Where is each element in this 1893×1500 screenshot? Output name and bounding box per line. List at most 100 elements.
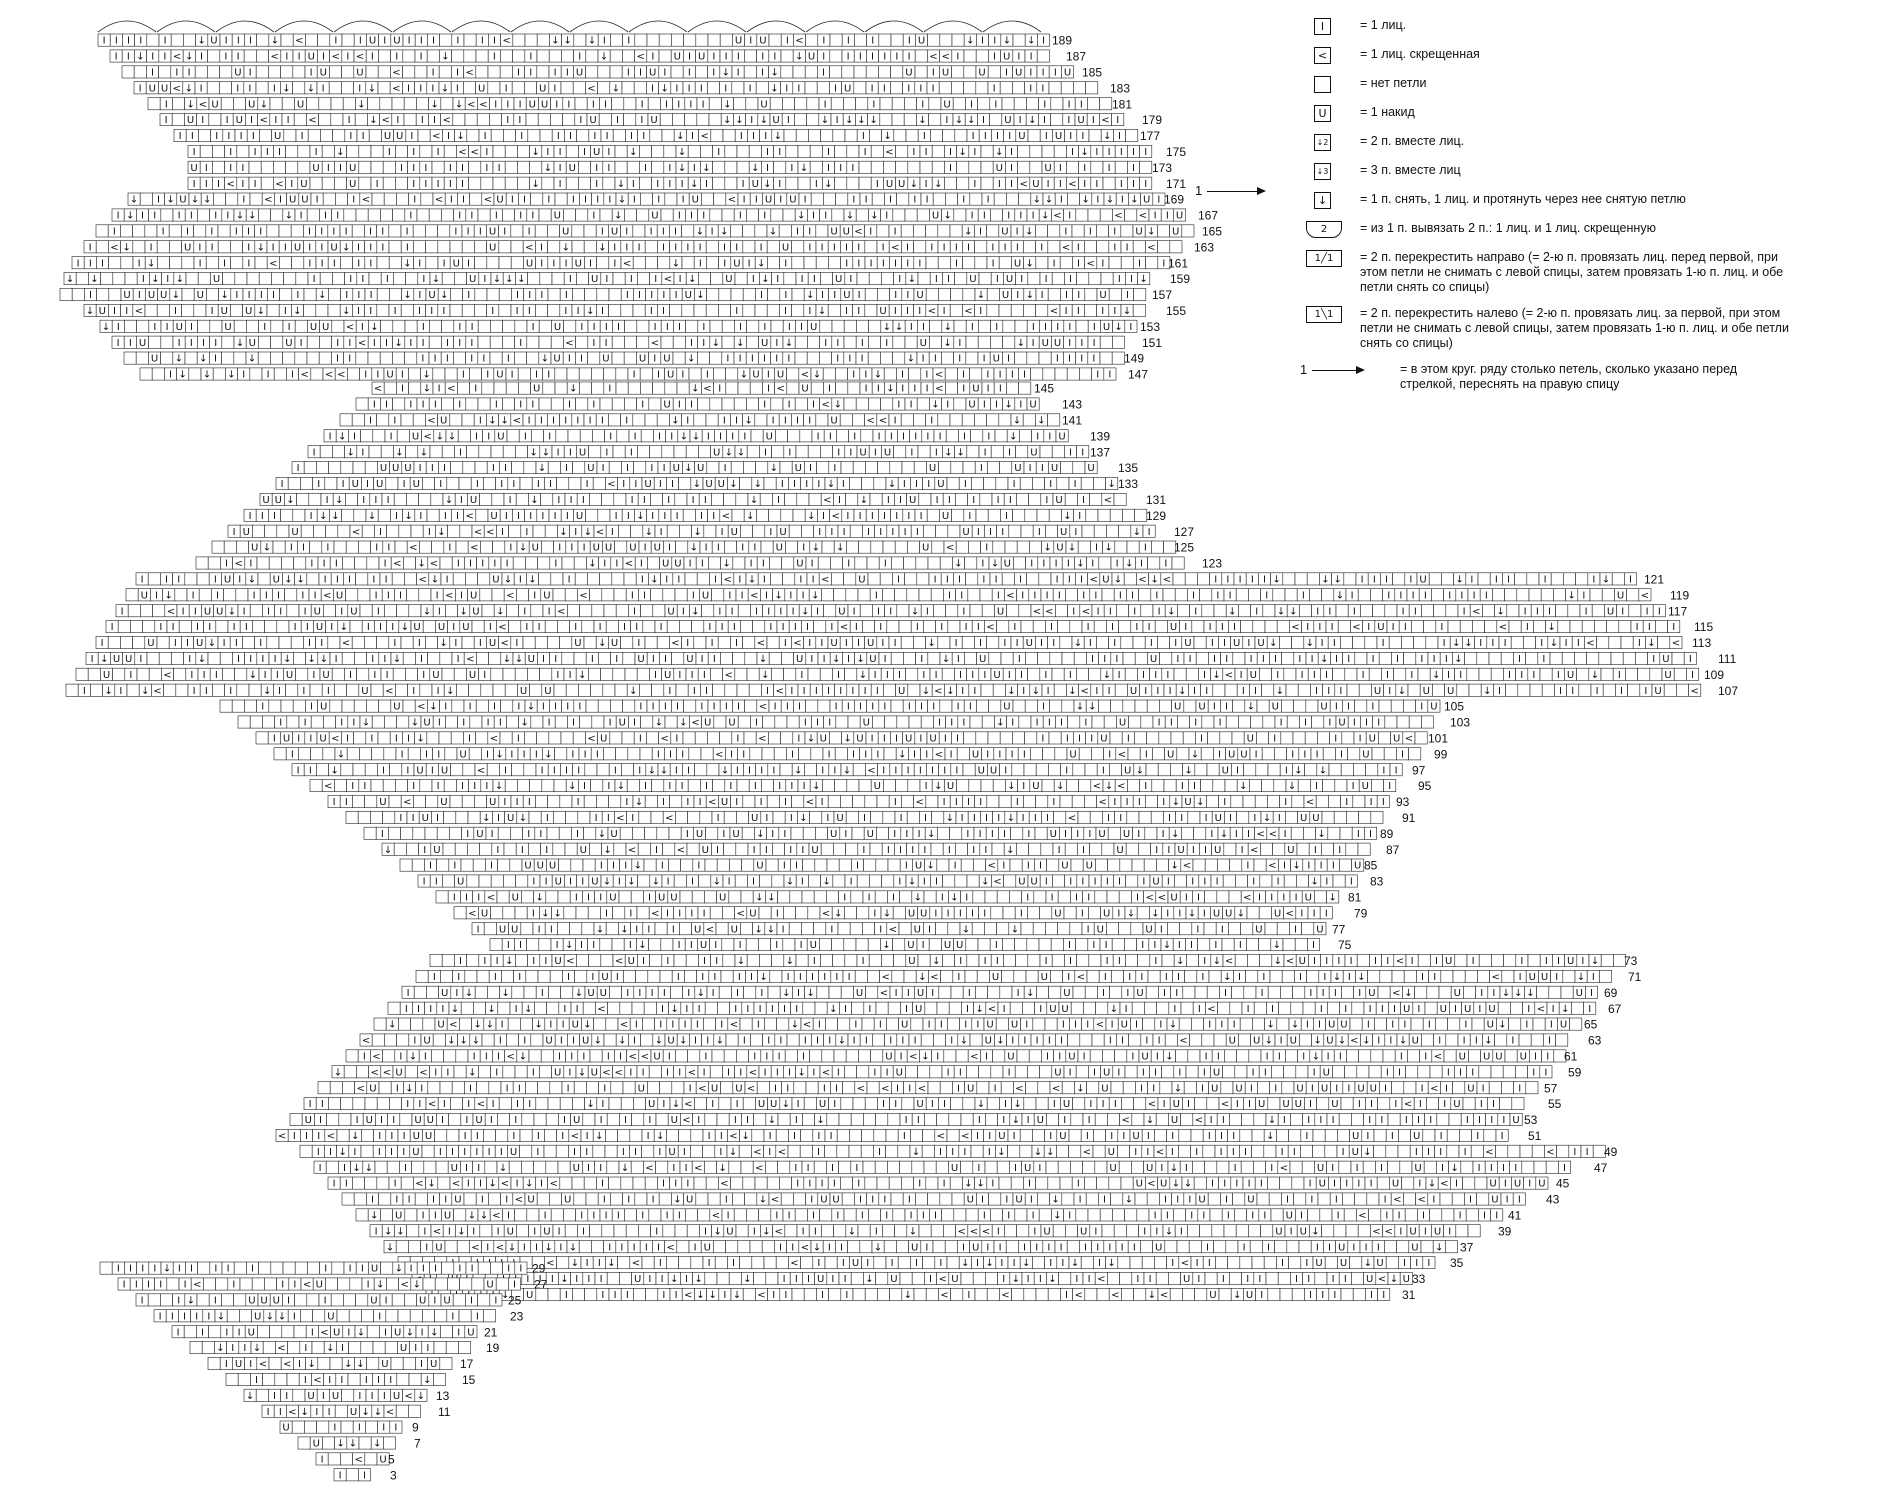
chart-symbol: I [479, 227, 482, 238]
chart-symbol: I [261, 511, 264, 522]
chart-symbol: I [940, 622, 943, 633]
chart-cell [664, 192, 678, 206]
chart-symbol: I [1111, 622, 1114, 633]
chart-symbol: I [456, 83, 459, 94]
chart-symbol: I [894, 258, 897, 269]
chart-cell [817, 556, 831, 570]
chart-symbol: ↓ [1115, 322, 1123, 333]
chart-cell [318, 113, 332, 126]
chart-cell [217, 224, 231, 238]
chart-cell [339, 413, 353, 427]
chart-symbol: I [871, 36, 874, 47]
chart-cell [332, 445, 345, 459]
chart-cell [405, 445, 419, 459]
chart-cell [474, 461, 488, 474]
chart-cell [156, 303, 170, 317]
chart-symbol: I [535, 370, 538, 381]
chart-cell [724, 176, 738, 190]
chart-symbol: I [436, 590, 439, 601]
chart-symbol: < [1104, 495, 1112, 506]
chart-symbol: ↓ [1108, 479, 1116, 490]
chart-symbol: U [644, 479, 651, 490]
chart-cell [591, 381, 605, 395]
chart-cell [492, 145, 506, 158]
chart-cell [1036, 508, 1050, 522]
chart-symbol: I [993, 52, 996, 63]
chart-cell [585, 508, 599, 522]
chart-cell [351, 636, 365, 649]
chart-cell [609, 65, 623, 79]
chart-symbol: I [1526, 622, 1529, 633]
chart-cell [412, 224, 426, 238]
chart-symbol: I [739, 322, 742, 333]
chart-symbol: ↓ [147, 258, 155, 269]
chart-cell [260, 160, 274, 174]
chart-symbol: U [179, 195, 186, 206]
chart-cell [1147, 556, 1161, 570]
chart-symbol: I [569, 131, 572, 142]
chart-cell [498, 288, 512, 301]
chart-symbol: I [651, 52, 654, 63]
chart-symbol: U [629, 543, 636, 554]
chart-cell [980, 145, 994, 158]
chart-symbol: U [830, 227, 837, 238]
chart-cell [198, 588, 212, 602]
chart-symbol: ↓ [691, 384, 699, 395]
chart-cell [929, 335, 942, 349]
chart-cell [585, 65, 599, 79]
chart-cell [605, 620, 619, 633]
chart-cell [1066, 160, 1079, 174]
chart-symbol: I [369, 258, 372, 269]
chart-cell [977, 335, 991, 349]
chart-symbol: ↓ [957, 447, 965, 458]
chart-cell [979, 588, 993, 602]
chart-symbol: U [843, 227, 850, 238]
chart-symbol: I [1030, 559, 1033, 570]
chart-symbol: I [1155, 590, 1158, 601]
chart-symbol: I [446, 354, 449, 365]
chart-cell [1037, 33, 1050, 47]
chart-symbol: I [777, 495, 780, 506]
chart-cell [711, 492, 724, 506]
chart-symbol: I [979, 227, 982, 238]
chart-symbol: I [1126, 290, 1129, 301]
chart-cell [281, 556, 294, 570]
chart-symbol: I [818, 527, 821, 538]
chart-cell [986, 288, 1000, 301]
chart-symbol: I [580, 354, 583, 365]
chart-cell [236, 540, 249, 554]
chart-cell [508, 620, 522, 633]
chart-symbol: I [991, 242, 994, 253]
chart-cell [1012, 508, 1026, 522]
chart-cell [233, 319, 247, 333]
chart-symbol: I [755, 195, 758, 206]
chart-cell [721, 335, 735, 349]
chart-cell [868, 397, 881, 411]
chart-cell [623, 97, 637, 111]
chart-symbol: U [1002, 290, 1009, 301]
chart-cell [954, 272, 968, 285]
chart-symbol: ↓ [191, 195, 199, 206]
chart-symbol: U [962, 527, 969, 538]
chart-symbol: I [1077, 306, 1080, 317]
chart-cell [974, 413, 987, 427]
chart-symbol: I [615, 511, 618, 522]
chart-symbol: I [827, 163, 830, 174]
chart-cell [394, 540, 408, 554]
chart-cell [1514, 572, 1528, 586]
chart-symbol: ↓ [690, 543, 698, 554]
chart-symbol: I [1045, 495, 1048, 506]
chart-cell [490, 129, 504, 142]
chart-cell [349, 620, 363, 633]
chart-symbol: I [529, 52, 532, 63]
chart-cell [796, 492, 810, 506]
chart-symbol: I [519, 99, 522, 110]
chart-cell [530, 604, 544, 618]
chart-cell [767, 288, 781, 301]
chart-symbol: I [650, 463, 653, 474]
chart-cell [517, 160, 530, 174]
chart-cell [565, 145, 579, 158]
chart-cell [1433, 604, 1447, 618]
chart-symbol: I [849, 274, 852, 285]
chart-symbol: I [883, 52, 886, 63]
